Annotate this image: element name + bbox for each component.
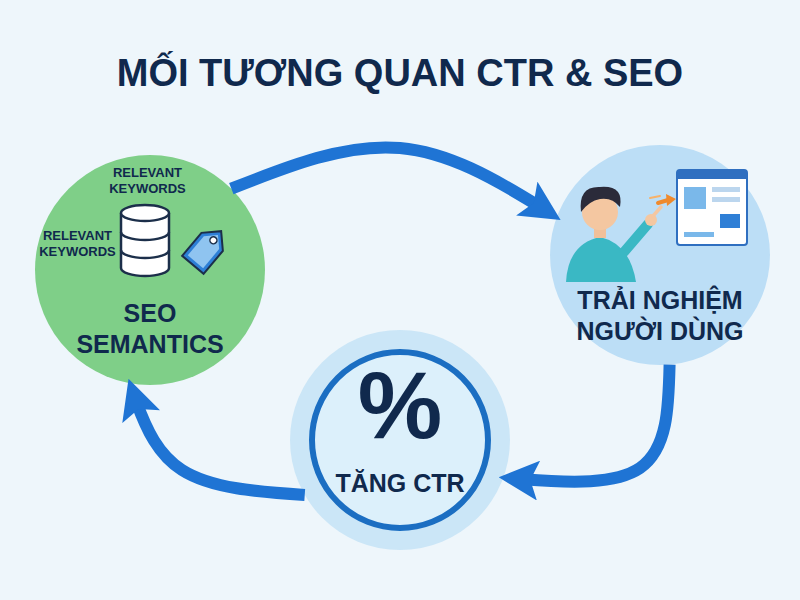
diagram-title: MỐI TƯƠNG QUAN CTR & SEO [0,50,800,98]
tag-icon [182,222,232,274]
person-figure [566,187,661,282]
circle-node: % TĂNG CTR [290,330,510,550]
curved-arrow [130,383,305,495]
node-label: TRẢI NGHIỆM NGƯỜI DÙNG [540,285,780,348]
curved-arrow [231,147,556,217]
keyword-label: RELEVANT KEYWORDS [35,228,120,261]
database-icon [121,205,169,276]
curved-arrow [503,365,669,482]
node-label: TĂNG CTR [290,468,510,499]
circle-node: RELEVANT KEYWORDS RELEVANT KEYWORDS SEO SE… [35,155,265,385]
keyword-label: RELEVANT KEYWORDS [100,165,195,198]
halo-circle [290,330,510,550]
green-circle [35,155,265,385]
browser-window [677,170,747,245]
node-label: % [290,358,510,453]
circle-node: TRẢI NGHIỆM NGƯỜI DÙNG [550,145,770,365]
node-label: SEO SEMANTICS [65,298,235,361]
pointer-arrow [650,194,676,206]
